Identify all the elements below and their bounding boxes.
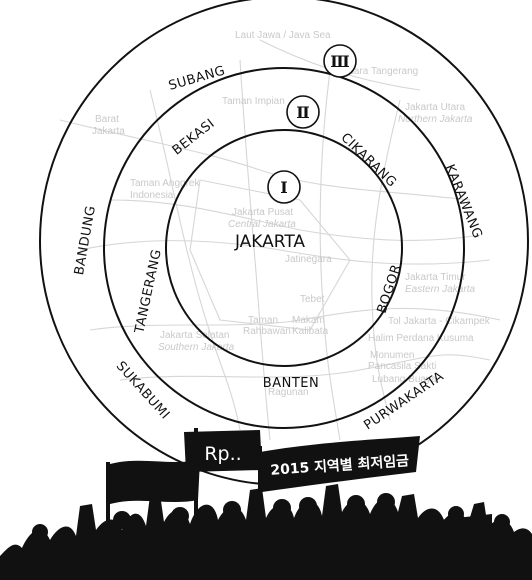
map-road bbox=[371, 99, 401, 421]
flag-pole bbox=[106, 462, 110, 542]
map-label: Ragunan bbox=[268, 387, 309, 398]
ring-3-numeral: Ⅲ bbox=[330, 52, 349, 71]
banner-rp-text: Rp.. bbox=[204, 443, 241, 465]
map-label: Eastern Jakarta bbox=[405, 284, 475, 295]
map-road bbox=[119, 354, 491, 381]
protester-head bbox=[377, 493, 395, 511]
map-label: Monumen bbox=[370, 350, 414, 361]
map-label: Makam bbox=[292, 315, 325, 326]
map-road bbox=[189, 179, 351, 331]
map-label: Jakarta Utara bbox=[405, 102, 465, 113]
banner-rp: Rp.. bbox=[184, 430, 262, 472]
protester-head bbox=[299, 497, 317, 515]
map-label: Jatinegara bbox=[285, 254, 332, 265]
protester-head bbox=[347, 495, 365, 513]
protester-head bbox=[448, 506, 464, 522]
banner-wage: 2015 지역별 최저임금 bbox=[260, 436, 420, 492]
map-road bbox=[239, 59, 271, 441]
map-label: Tol Jakarta - Cikampek bbox=[388, 316, 491, 327]
map-road bbox=[299, 229, 481, 241]
map-label: Northern Jakarta bbox=[398, 114, 473, 125]
map-label: Pancasila Sakti bbox=[368, 361, 436, 372]
map-label: Jakarta Timur bbox=[405, 272, 466, 283]
protester-head bbox=[223, 501, 241, 519]
ring-2 bbox=[103, 67, 465, 429]
map-label: Muara Tangerang bbox=[340, 66, 418, 77]
background-map-labels: Laut Jawa / Java Sea Taman Impian Muara … bbox=[92, 30, 491, 398]
region-label: BOGOR bbox=[375, 262, 405, 315]
protest-crowd-illustration bbox=[0, 428, 532, 580]
ring-2-badge bbox=[286, 95, 320, 129]
protester-head bbox=[113, 511, 131, 529]
map-label: Halim Perdana Kusuma bbox=[368, 333, 474, 344]
banner-rp-bg bbox=[184, 430, 262, 472]
region-label: CIKARANG bbox=[338, 130, 400, 190]
map-label: Kalibata bbox=[292, 326, 329, 337]
protester-head bbox=[32, 524, 48, 540]
ring-3-badge bbox=[323, 44, 357, 78]
protester-head bbox=[494, 514, 510, 530]
map-label: Laut Jawa / Java Sea bbox=[235, 30, 331, 41]
map-label: Jakarta Pusat bbox=[232, 207, 293, 218]
ring-1-numeral: Ⅰ bbox=[280, 178, 287, 197]
map-label: Tebet bbox=[300, 294, 325, 305]
protester-head bbox=[171, 507, 189, 525]
banner-wage-bg bbox=[260, 436, 420, 492]
region-label: TANGERANG bbox=[132, 248, 165, 336]
map-label: Central Jakarta bbox=[228, 219, 296, 230]
left-flag bbox=[110, 460, 200, 504]
map-label: Rahbawan bbox=[243, 326, 291, 337]
region-label: BEKASI bbox=[170, 116, 218, 158]
map-road bbox=[149, 89, 241, 431]
map-road bbox=[59, 119, 471, 201]
map-label: Jakarta bbox=[92, 126, 125, 137]
map-label: Lubang Buaya bbox=[372, 374, 437, 385]
map-label: Taman Anggrek bbox=[130, 178, 200, 189]
ring-2-numeral: Ⅱ bbox=[296, 103, 309, 122]
map-road bbox=[89, 307, 501, 331]
map-label: Southern Jakarta bbox=[158, 342, 235, 353]
protester-head bbox=[273, 499, 291, 517]
center-label: JAKARTA bbox=[234, 232, 305, 252]
region-label: BANTEN bbox=[263, 376, 319, 391]
map-label: Taman bbox=[248, 315, 278, 326]
map-label: Indonesia bbox=[130, 190, 174, 201]
region-label: BANDUNG bbox=[72, 204, 99, 276]
map-label: Jakarta Selatan bbox=[160, 330, 230, 341]
ring-1-badge bbox=[267, 170, 301, 204]
crowd-silhouette bbox=[0, 484, 532, 580]
map-road bbox=[79, 239, 491, 265]
region-label: SUKABUMI bbox=[113, 359, 173, 423]
map-label: Taman Impian bbox=[222, 96, 285, 107]
background-map bbox=[59, 39, 501, 441]
ring-numerals: Ⅰ Ⅱ Ⅲ bbox=[267, 44, 357, 204]
map-label: Barat bbox=[95, 114, 119, 125]
ring-1 bbox=[165, 129, 403, 367]
map-road bbox=[109, 199, 301, 231]
